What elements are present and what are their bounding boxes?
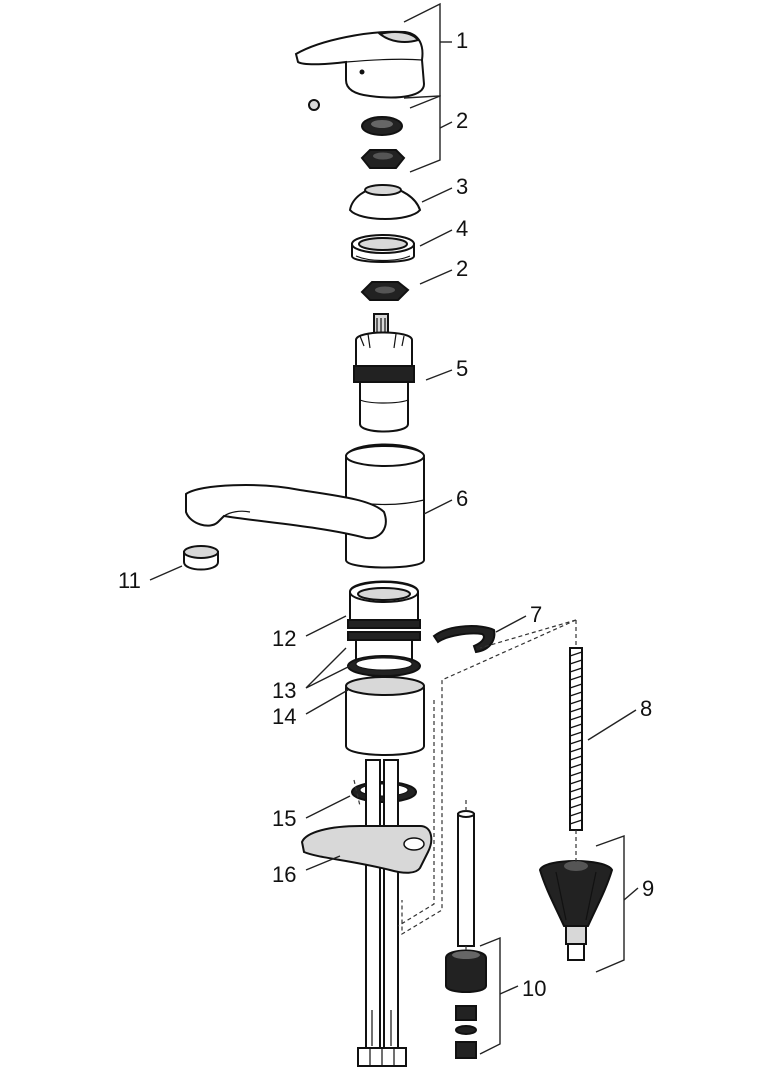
drain-set-part	[445, 810, 487, 1059]
label-handle: 1	[456, 28, 468, 53]
o-rings-part	[347, 655, 421, 677]
leader-lines	[149, 41, 639, 995]
spout-body-part	[185, 443, 425, 569]
mounting-nut-part	[538, 860, 614, 961]
label-threaded-rod: 8	[640, 696, 652, 721]
label-cover-cap: 3	[456, 174, 468, 199]
label-cartridge: 5	[456, 356, 468, 381]
label-drain-set: 10	[522, 976, 546, 1001]
label-mounting-nut: 9	[642, 876, 654, 901]
nut-ring-part	[351, 234, 415, 263]
clip-part	[432, 625, 496, 654]
base-plate-part	[300, 825, 433, 874]
label-clip: 7	[530, 602, 542, 627]
label-spout-body: 6	[456, 486, 468, 511]
cover-cap-part	[348, 184, 422, 220]
adapter-ring-lower-part	[360, 281, 410, 301]
threaded-rod-part	[569, 647, 583, 831]
label-nut-ring: 4	[456, 216, 468, 241]
label-base-housing: 14	[272, 704, 296, 729]
label-adapter-ring-top: 2	[456, 108, 468, 133]
base-housing-part	[345, 676, 425, 756]
part-labels: 1 2 3 4 2 5 6 7 8 9 10 11 12 13 14 15 16	[118, 28, 654, 1001]
supply-hoses	[357, 759, 407, 1067]
aerator-part	[183, 545, 219, 571]
handle-part	[294, 30, 426, 111]
label-aerator: 11	[118, 568, 141, 593]
cartridge-part	[353, 313, 415, 433]
label-base-plate: 16	[272, 862, 296, 887]
label-adapter-ring-lower: 2	[456, 256, 468, 281]
label-base-seal: 15	[272, 806, 296, 831]
assembly-lines	[353, 619, 577, 952]
adapter-ring-top-part	[360, 116, 406, 169]
label-sleeve: 12	[272, 626, 296, 651]
sleeve-part	[347, 580, 421, 661]
label-o-rings: 13	[272, 678, 296, 703]
